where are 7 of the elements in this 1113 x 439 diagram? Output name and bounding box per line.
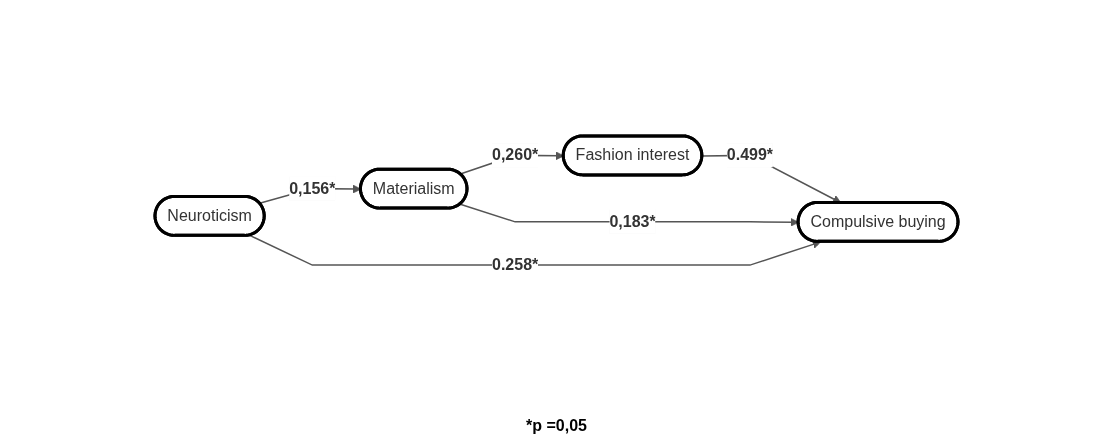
edge-label: 0.499* <box>726 146 774 164</box>
arrow <box>248 234 822 266</box>
edge-label: 0,156* <box>289 179 336 197</box>
footnote: *p =0,05 <box>526 417 587 434</box>
edge-label: 0,260* <box>491 146 539 164</box>
edge-label: 0,183* <box>609 212 656 230</box>
edge-label: 0.258* <box>491 256 539 274</box>
